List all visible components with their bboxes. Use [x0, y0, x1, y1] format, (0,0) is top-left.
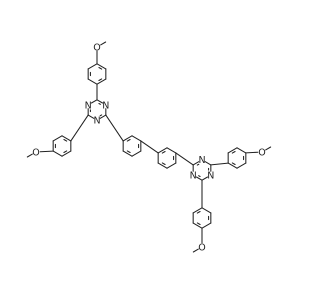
bottom-anisyl-ring-bond: [192, 222, 203, 229]
biphenyl-left-ring-ring-bond: [131, 150, 142, 157]
left-anisyl-o-bond: [39, 150, 54, 153]
upper-triazine-double-bond: [98, 102, 101, 105]
upper-triazine-nitrogen-atom: N: [85, 100, 92, 111]
left-anisyl-double-bond: [63, 150, 68, 154]
top-anisyl-ring-bond: [87, 63, 98, 70]
upper-triazine-link: [105, 114, 124, 142]
bottom-anisyl-ring-bond: [192, 207, 203, 214]
top-anisyl-methyl-bond: [100, 41, 107, 46]
upper-triazine-double-bond: [99, 114, 103, 117]
biphenyl-left-ring-double-bond: [126, 150, 131, 154]
left-anisyl-ring-bond: [61, 135, 72, 142]
lower-triazine-double-bond: [196, 163, 200, 166]
left-anisyl-ring-bond: [52, 150, 63, 157]
bottom-anisyl-double-bond: [196, 222, 201, 226]
lower-triazine-nitrogen-atom: N: [207, 171, 214, 182]
bond-layer: [26, 41, 272, 253]
upper-triazine-ring-bond: [90, 99, 98, 104]
bottom-anisyl-ring-bond: [201, 222, 212, 229]
bottom-anisyl-oxygen-atom: O: [198, 242, 205, 253]
left-anisyl-ring-bond: [52, 135, 63, 142]
top-anisyl-double-bond: [98, 66, 103, 70]
lower-triazine-ring-bond: [195, 176, 203, 181]
right-anisyl-ring-bond: [236, 162, 247, 169]
lower-triazine-link: [210, 162, 229, 166]
right-anisyl-ring-bond: [227, 147, 238, 154]
lower-triazine-nitrogen-atom: N: [190, 171, 197, 182]
left-anisyl-double-bond: [63, 138, 68, 142]
biphenyl-right-ring-ring-bond: [166, 162, 177, 169]
upper-triazine-ring-bond: [87, 114, 95, 119]
right-anisyl-ring-bond: [227, 162, 238, 169]
biphenyl-right-ring-ring-bond: [157, 147, 168, 154]
upper-triazine-nitrogen-atom: N: [102, 100, 109, 111]
biphenyl-bond: [140, 140, 159, 154]
biphenyl-right-ring-double-bond: [161, 162, 166, 166]
left-anisyl-oxygen-atom: O: [32, 147, 39, 158]
left-anisyl-ring-bond: [61, 150, 72, 157]
right-anisyl-ring-bond: [236, 147, 247, 154]
biphenyl-left-ring-double-bond: [126, 138, 131, 142]
bottom-anisyl-methyl-bond: [192, 248, 199, 253]
upper-triazine-nitrogen-atom: N: [93, 116, 100, 127]
lower-triazine-ring-bond: [204, 161, 212, 166]
lower-triazine-double-bond: [198, 175, 201, 178]
upper-triazine-link: [70, 114, 89, 142]
top-anisyl-double-bond: [98, 78, 103, 82]
right-anisyl-oxygen-atom: O: [258, 147, 265, 158]
right-anisyl-methyl-bond: [265, 146, 272, 151]
lower-triazine-nitrogen-atom: N: [198, 155, 205, 166]
left-anisyl-methyl-bond: [26, 153, 33, 158]
biphenyl-left-ring-ring-bond: [131, 135, 142, 142]
top-anisyl-ring-bond: [96, 63, 107, 70]
lower-triazine-ring-bond: [192, 161, 200, 166]
biphenyl-right-ring-ring-bond: [157, 162, 168, 169]
upper-triazine-ring-bond: [99, 114, 107, 119]
right-anisyl-double-bond: [231, 150, 236, 154]
upper-triazine-ring-bond: [96, 99, 104, 104]
lower-triazine-link: [175, 152, 194, 166]
biphenyl-right-ring-double-bond: [161, 150, 166, 154]
right-anisyl-o-bond: [245, 151, 259, 154]
biphenyl-right-ring-ring-bond: [166, 147, 177, 154]
lower-triazine-ring-bond: [201, 176, 209, 181]
top-anisyl-oxygen-atom: O: [93, 42, 100, 53]
biphenyl-left-ring-ring-bond: [122, 135, 133, 142]
top-anisyl-ring-bond: [87, 78, 98, 85]
biphenyl-left-ring-ring-bond: [122, 150, 133, 157]
top-anisyl-ring-bond: [96, 78, 107, 85]
right-anisyl-double-bond: [231, 162, 236, 166]
bottom-anisyl-double-bond: [196, 210, 201, 214]
bottom-anisyl-ring-bond: [201, 207, 212, 214]
